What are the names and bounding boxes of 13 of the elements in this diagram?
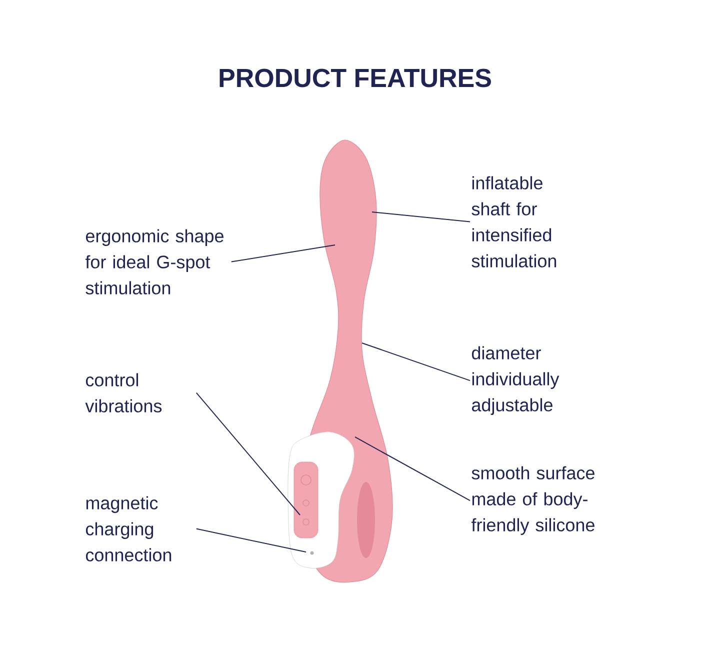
leader-line bbox=[362, 342, 470, 382]
leader-line bbox=[230, 244, 336, 262]
feature-label: diameter individually adjustable bbox=[472, 346, 560, 415]
title: PRODUCT FEATURES bbox=[220, 68, 491, 88]
feature-label: inflatable shaft for intensified stimulation bbox=[472, 176, 556, 268]
leader-line bbox=[354, 436, 470, 502]
leader-line bbox=[196, 392, 300, 516]
leader-line bbox=[372, 212, 470, 222]
feature-label: ergonomic shape for ideal G-spot stimulation bbox=[85, 229, 224, 294]
feature-label: control vibrations bbox=[85, 373, 162, 412]
feature-label: smooth surface made of body-friendly silicone bbox=[471, 466, 594, 535]
feature-label: magnetic charging connection bbox=[86, 496, 172, 562]
leader-line bbox=[196, 528, 306, 552]
